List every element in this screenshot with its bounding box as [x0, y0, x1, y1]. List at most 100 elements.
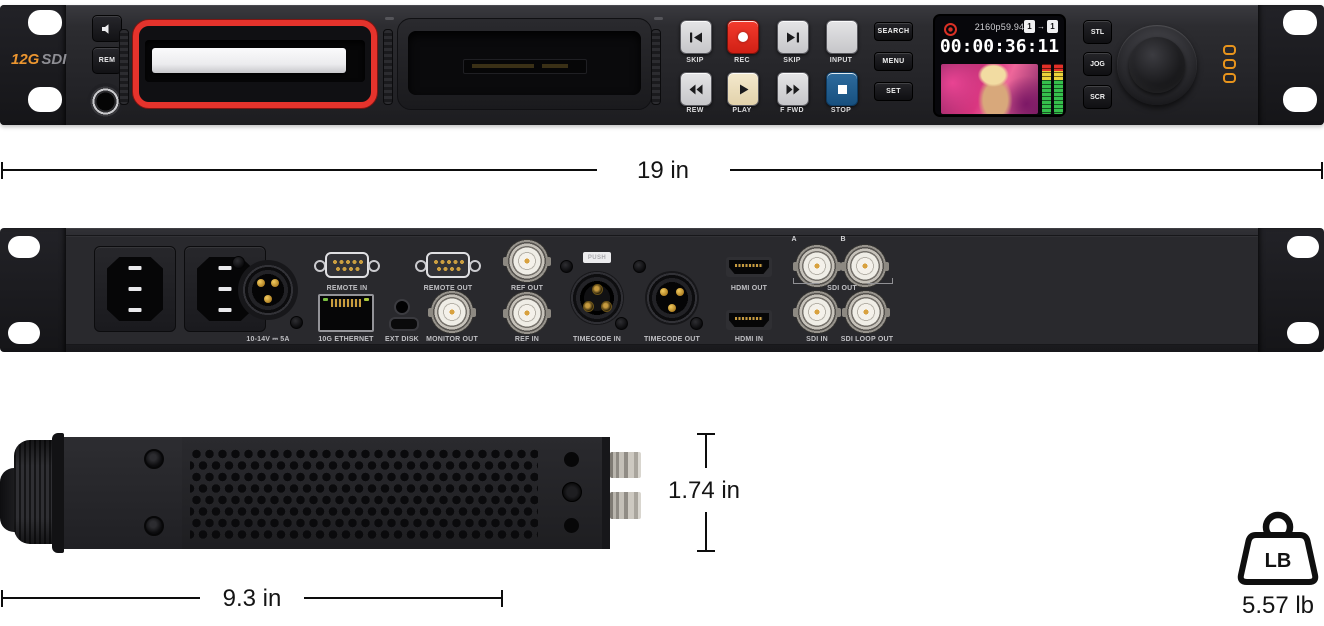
- sdi-out-b-label: B: [840, 236, 846, 243]
- remote-button-label: REM: [98, 57, 116, 64]
- hdmi-out-port: [726, 257, 772, 277]
- input-button: [826, 20, 858, 54]
- ref-in-bnc: [503, 291, 551, 335]
- connector-pin: [660, 288, 668, 296]
- side-vent-hole: [564, 518, 579, 533]
- rack-mount-hole: [1283, 10, 1317, 35]
- sdi-out-bracket-left: [793, 278, 819, 284]
- ext-disk-usbc-port: [389, 317, 419, 331]
- ac-power-inlet-1: [94, 246, 176, 332]
- width-dim-line-left: [3, 169, 597, 171]
- still-mode-button: STL: [1083, 20, 1112, 44]
- mini-jack: [394, 299, 410, 315]
- search-button: SEARCH: [874, 22, 913, 41]
- height-dim-line-bottom: [705, 512, 707, 550]
- rewind-label: REW: [686, 107, 704, 114]
- remote-out-port: [415, 248, 481, 282]
- record-button: [727, 20, 759, 54]
- depth-dim-tick-left: [1, 590, 3, 607]
- ext-disk-label: EXT DISK: [385, 336, 419, 343]
- depth-dim-line-left: [3, 597, 200, 599]
- hdmi-in-port: [726, 310, 772, 330]
- panel-screw: [232, 256, 245, 269]
- rack-ear-right: [1258, 228, 1324, 352]
- sata-connector: [462, 59, 587, 74]
- sdi-in-label: SDI IN: [806, 336, 828, 343]
- panel-screw: [290, 316, 303, 329]
- height-dim-cap-bottom: [697, 550, 715, 552]
- timecode-in-label: TIMECODE IN: [572, 336, 622, 343]
- speaker-icon: [102, 23, 109, 34]
- depth-dim-tick-right: [501, 590, 503, 607]
- panel-screw: [690, 317, 703, 330]
- width-dim-line-right: [730, 169, 1321, 171]
- db9-face: [426, 252, 470, 278]
- height-dim-cap-top: [697, 433, 715, 435]
- connector-socket: [592, 284, 603, 295]
- bnc-connector-profile: [610, 492, 641, 519]
- sdi-out-b-bnc: [841, 244, 889, 288]
- weight-badge: LB: [1232, 503, 1324, 591]
- connector-pin: [676, 288, 684, 296]
- connector-pin: [668, 304, 676, 312]
- ac-pin-slot: [128, 266, 142, 270]
- ethernet-led-amber: [364, 298, 369, 301]
- connector-socket: [601, 301, 612, 312]
- remote-in-label: REMOTE IN: [326, 285, 368, 292]
- side-vent-hole: [564, 452, 579, 467]
- rack-ear-left: [0, 5, 66, 125]
- badge-sdi-label: SDI: [41, 51, 67, 68]
- lcd-display: 2160p59.94 1 → 1 00:00:36:11: [933, 14, 1066, 117]
- jog-wheel-dome: [1129, 37, 1185, 93]
- remote-in-port: [314, 248, 380, 282]
- input-label: INPUT: [829, 57, 853, 64]
- panel-screw: [560, 260, 573, 273]
- ref-out-bnc: [503, 239, 551, 283]
- ac-pin-slot: [128, 308, 142, 312]
- rear-panel-view: 10-14V ⎓ 5A REMOTE IN 10G ETHERNET EXT D…: [0, 228, 1324, 352]
- sdi-out-label: SDI OUT: [827, 285, 857, 292]
- rear-bezel-edge: [602, 437, 610, 549]
- fast-forward-icon: [786, 84, 800, 94]
- depth-dimension-label: 9.3 in: [222, 585, 282, 612]
- ac-pin-slot: [218, 266, 232, 270]
- sdi-out-bracket-right: [867, 278, 893, 284]
- height-dimension-label: 1.74 in: [667, 477, 741, 504]
- audio-meter-right: [1054, 64, 1063, 114]
- stop-button: [826, 72, 858, 106]
- ssd-bay-slit-right: [651, 29, 661, 105]
- panel-screw: [615, 317, 628, 330]
- rack-ear-left: [0, 228, 66, 352]
- bnc-connector-profile: [610, 452, 641, 478]
- play-label: PLAY: [732, 107, 752, 114]
- play-button: [727, 72, 759, 106]
- skip-back-label: SKIP: [686, 57, 704, 64]
- sdi-loop-out-label: SDI LOOP OUT: [840, 336, 894, 343]
- status-indicator-2: [1223, 59, 1236, 69]
- front-bezel-edge: [52, 433, 64, 553]
- audio-meter-left: [1042, 64, 1051, 114]
- dc-power-label: 10-14V ⎓ 5A: [246, 336, 290, 343]
- slot-indicator-led: [654, 17, 663, 20]
- video-format-readout: 2160p59.94: [974, 22, 1025, 32]
- ac-pin-slot: [218, 287, 232, 291]
- sd-eject-slit: [119, 29, 129, 105]
- ac-pin-slot: [218, 308, 232, 312]
- timecode-out-xlr: [645, 271, 699, 325]
- ventilation-grille: [190, 448, 538, 539]
- rack-ear-right: [1258, 5, 1324, 125]
- side-front-block: [64, 437, 182, 549]
- sd-card-slot-highlighted: [133, 20, 377, 108]
- rack-mount-hole: [8, 322, 40, 344]
- height-dim-line-top: [705, 435, 707, 468]
- sdi-out-a-label: A: [791, 236, 797, 243]
- scrub-mode-button: SCR: [1083, 85, 1112, 109]
- stop-label: STOP: [830, 107, 852, 114]
- video-preview-thumbnail: [941, 64, 1038, 114]
- weight-value-label: 5.57 lb: [1241, 592, 1315, 619]
- timecode-readout: 00:00:36:11: [939, 36, 1060, 57]
- ssd-slot: [397, 18, 652, 110]
- record-label: REC: [734, 57, 750, 64]
